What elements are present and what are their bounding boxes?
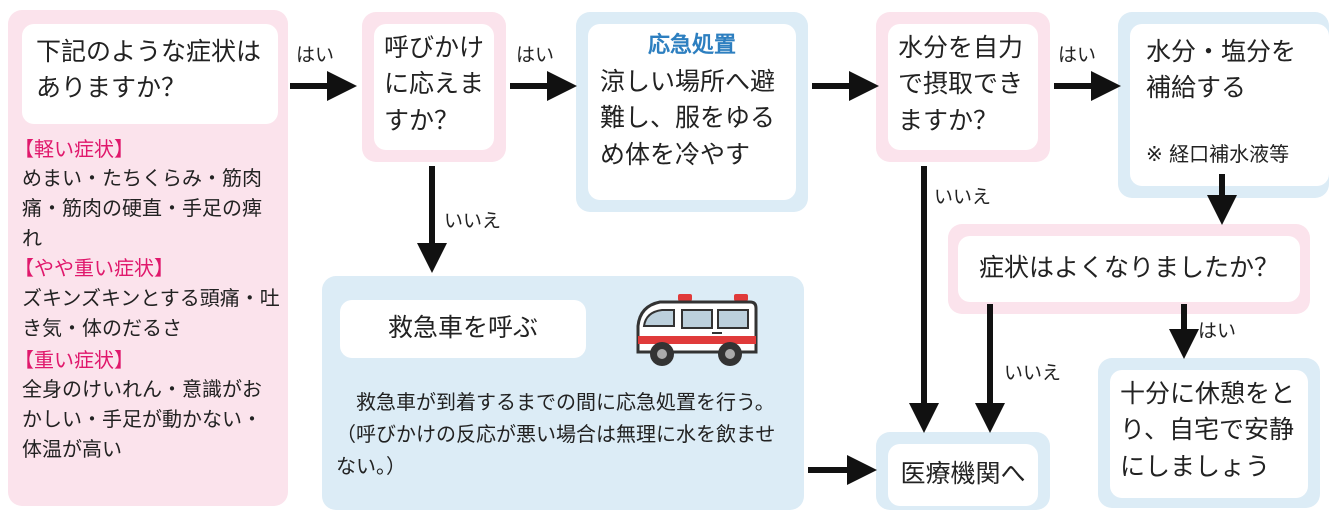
label-yes-2: はい — [516, 44, 555, 66]
improve-box: 症状はよくなりましたか？ — [958, 236, 1300, 302]
mild-title: 【軽い症状】 — [14, 137, 134, 161]
improve-question: 症状はよくなりましたか？ — [978, 253, 1279, 282]
label-no-2: いいえ — [934, 186, 992, 208]
rest-panel: 十分に休憩をとり、自宅で安静にしましょう — [1098, 358, 1320, 508]
moderate-title: 【やや重い症状】 — [14, 256, 174, 280]
first-aid-panel: 応急処置 涼しい場所へ避難し、服をゆるめ体を冷やす — [576, 12, 808, 212]
water-question: 水分を自力で摂取できますか？ — [898, 33, 1024, 135]
label-no-1: いいえ — [444, 210, 502, 232]
label-yes-1: はい — [296, 44, 335, 66]
first-aid-text: 涼しい場所へ避難し、服をゆるめ体を冷やす — [600, 67, 776, 169]
rest-text: 十分に休憩をとり、自宅で安静にしましょう — [1120, 379, 1296, 481]
hospital-text: 医療機関へ — [900, 459, 1026, 488]
ambulance-icon — [636, 294, 758, 366]
respond-question: 呼びかけに応えますか？ — [384, 33, 485, 135]
first-aid-box: 応急処置 涼しい場所へ避難し、服をゆるめ体を冷やす — [588, 24, 796, 200]
symptoms-panel: 下記のような症状はありますか？ 【軽い症状】 めまい・たちくらみ・筋肉痛・筋肉の… — [8, 10, 288, 506]
moderate-text: ズキンズキンとする頭痛・吐き気・体のだるさ — [22, 286, 280, 340]
rest-box: 十分に休憩をとり、自宅で安静にしましょう — [1110, 370, 1308, 498]
hospital-box: 医療機関へ — [888, 444, 1038, 506]
first-aid-title: 応急処置 — [647, 33, 736, 58]
mild-text: めまい・たちくらみ・筋肉痛・筋肉の硬直・手足の痺れ — [22, 166, 262, 250]
label-yes-4: はい — [1198, 320, 1237, 342]
hydrate-panel: 水分・塩分を補給する ※ 経口補水液等 — [1118, 12, 1329, 198]
ambulance-title: 救急車を呼ぶ — [387, 313, 538, 342]
improve-panel: 症状はよくなりましたか？ — [948, 224, 1310, 314]
severe-title: 【重い症状】 — [14, 348, 134, 372]
hospital-panel: 医療機関へ — [876, 432, 1050, 510]
severe-text: 全身のけいれん・意識がおかしい・手足が動かない・体温が高い — [22, 377, 262, 461]
symptoms-question-box: 下記のような症状はありますか？ — [22, 24, 278, 124]
ambulance-panel: 救急車を呼ぶ 救急車が到着するまでの間に応急処置を行う。（呼びかけの反応が悪い場… — [322, 276, 804, 510]
water-box: 水分を自力で摂取できますか？ — [888, 24, 1038, 150]
hydrate-text: 水分・塩分を補給する — [1146, 37, 1297, 103]
hydrate-box: 水分・塩分を補給する ※ 経口補水液等 — [1130, 24, 1329, 186]
label-yes-3: はい — [1058, 44, 1097, 66]
ambulance-title-box: 救急車を呼ぶ — [340, 300, 586, 358]
respond-panel: 呼びかけに応えますか？ — [362, 12, 506, 162]
symptoms-question: 下記のような症状はありますか？ — [36, 37, 262, 103]
hydrate-note: ※ 経口補水液等 — [1146, 142, 1290, 166]
respond-box: 呼びかけに応えますか？ — [374, 24, 494, 150]
label-no-3: いいえ — [1004, 362, 1062, 384]
water-panel: 水分を自力で摂取できますか？ — [876, 12, 1050, 162]
ambulance-text: 救急車が到着するまでの間に応急処置を行う。（呼びかけの反応が悪い場合は無理に水を… — [336, 390, 776, 478]
